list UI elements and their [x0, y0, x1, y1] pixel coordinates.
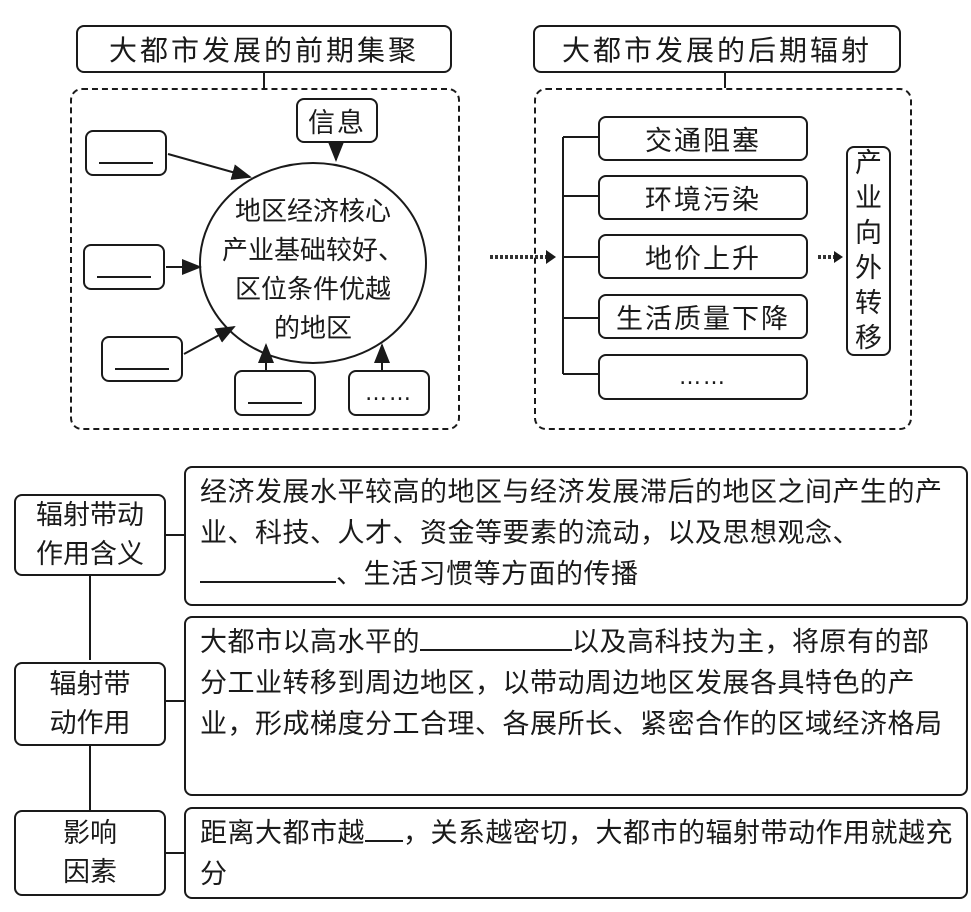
- row-label-factors: 影响因素: [14, 810, 166, 896]
- right-panel-title: 大都市发展的后期辐射: [533, 25, 901, 73]
- row-text-effect: 大都市以高水平的以及高科技为主，将原有的部分工业转移到周边地区，以带动周边地区发…: [184, 616, 968, 796]
- problem-box-traffic: 交通阻塞: [598, 116, 808, 161]
- row-text-meaning: 经济发展水平较高的地区与经济发展滞后的地区之间产生的产业、科技、人才、资金等要素…: [184, 466, 968, 606]
- blank-factor-box-1[interactable]: [85, 130, 167, 176]
- left-panel-frame: [70, 88, 460, 430]
- problem-box-ellipsis: ……: [598, 354, 808, 400]
- blank-factor-box-2[interactable]: [83, 244, 165, 290]
- blank-factor-box-3[interactable]: [101, 336, 183, 382]
- problem-box-life-quality: 生活质量下降: [598, 294, 808, 339]
- transition-arrow: [490, 250, 556, 264]
- ellipsis-factor-box: ……: [348, 370, 430, 416]
- row-text-factors: 距离大都市越，关系越密切，大都市的辐射带动作用就越充分: [184, 807, 968, 899]
- problem-box-land-price: 地价上升: [598, 234, 808, 279]
- left-panel-title: 大都市发展的前期集聚: [76, 25, 452, 73]
- blank-underline[interactable]: [200, 554, 336, 583]
- result-arrow: [818, 251, 843, 263]
- blank-factor-box-4[interactable]: [234, 370, 316, 416]
- industry-transfer-box: 产 业 向 外 转 移: [846, 146, 891, 356]
- blank-underline[interactable]: [365, 813, 403, 842]
- core-region-text: 地区经济核心 产业基础较好、 区位条件优越 的地区: [221, 197, 404, 344]
- right-panel-frame: [534, 88, 912, 430]
- top-factor-box: 信息: [296, 98, 378, 143]
- blank-underline[interactable]: [420, 622, 572, 651]
- row-label-effect: 辐射带动作用: [14, 662, 166, 746]
- problem-box-pollution: 环境污染: [598, 175, 808, 220]
- row-label-meaning: 辐射带动作用含义: [14, 494, 166, 576]
